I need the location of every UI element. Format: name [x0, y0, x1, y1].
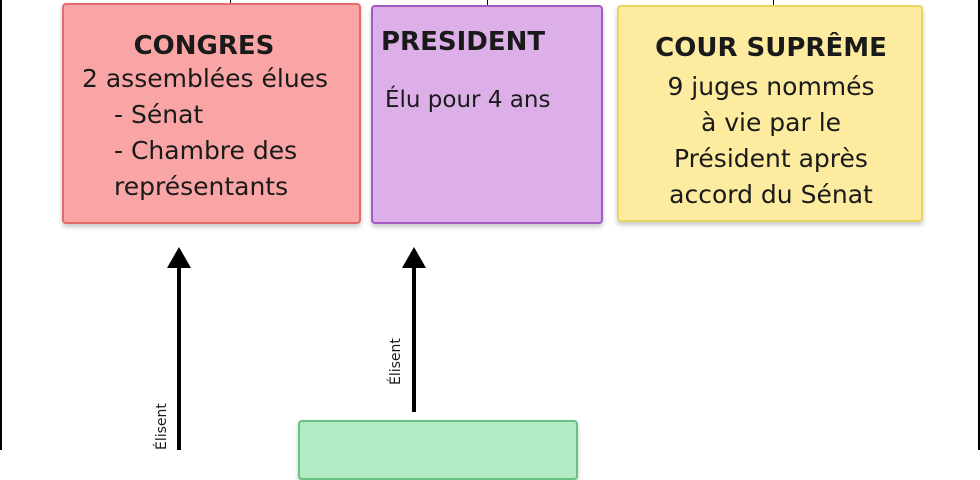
congres-box: CONGRES 2 assemblées élues - Sénat - Cha…: [62, 3, 361, 224]
congres-line: représentants: [114, 172, 289, 201]
arrow-head-right: [402, 247, 426, 268]
arrow-head-left: [167, 247, 191, 268]
cour-supreme-box: COUR SUPRÊME 9 juges nommés à vie par le…: [617, 5, 923, 222]
congres-title: CONGRES: [133, 31, 275, 61]
congres-line: - Chambre des: [114, 136, 298, 165]
congres-line: 2 assemblées élues: [82, 64, 329, 93]
arrows-layer: [167, 247, 426, 450]
cour-supreme-line: 9 juges nommés: [667, 72, 875, 101]
frame-right-border: [978, 0, 980, 450]
connector-stub: [773, 0, 774, 6]
cour-supreme-line: accord du Sénat: [669, 180, 873, 209]
arrow-label-right: Élisent: [388, 338, 404, 385]
arrow-label-left: Élisent: [154, 403, 170, 450]
connector-stub: [487, 0, 488, 6]
president-box: PRESIDENT Élu pour 4 ans: [371, 5, 603, 224]
cour-supreme-line: Président après: [674, 144, 868, 173]
frame-left-border: [0, 0, 2, 450]
president-line: Élu pour 4 ans: [385, 87, 551, 113]
president-title: PRESIDENT: [381, 27, 546, 57]
cour-supreme-title: COUR SUPRÊME: [655, 33, 887, 63]
cour-supreme-line: à vie par le: [700, 108, 842, 137]
congres-line: - Sénat: [114, 100, 204, 129]
